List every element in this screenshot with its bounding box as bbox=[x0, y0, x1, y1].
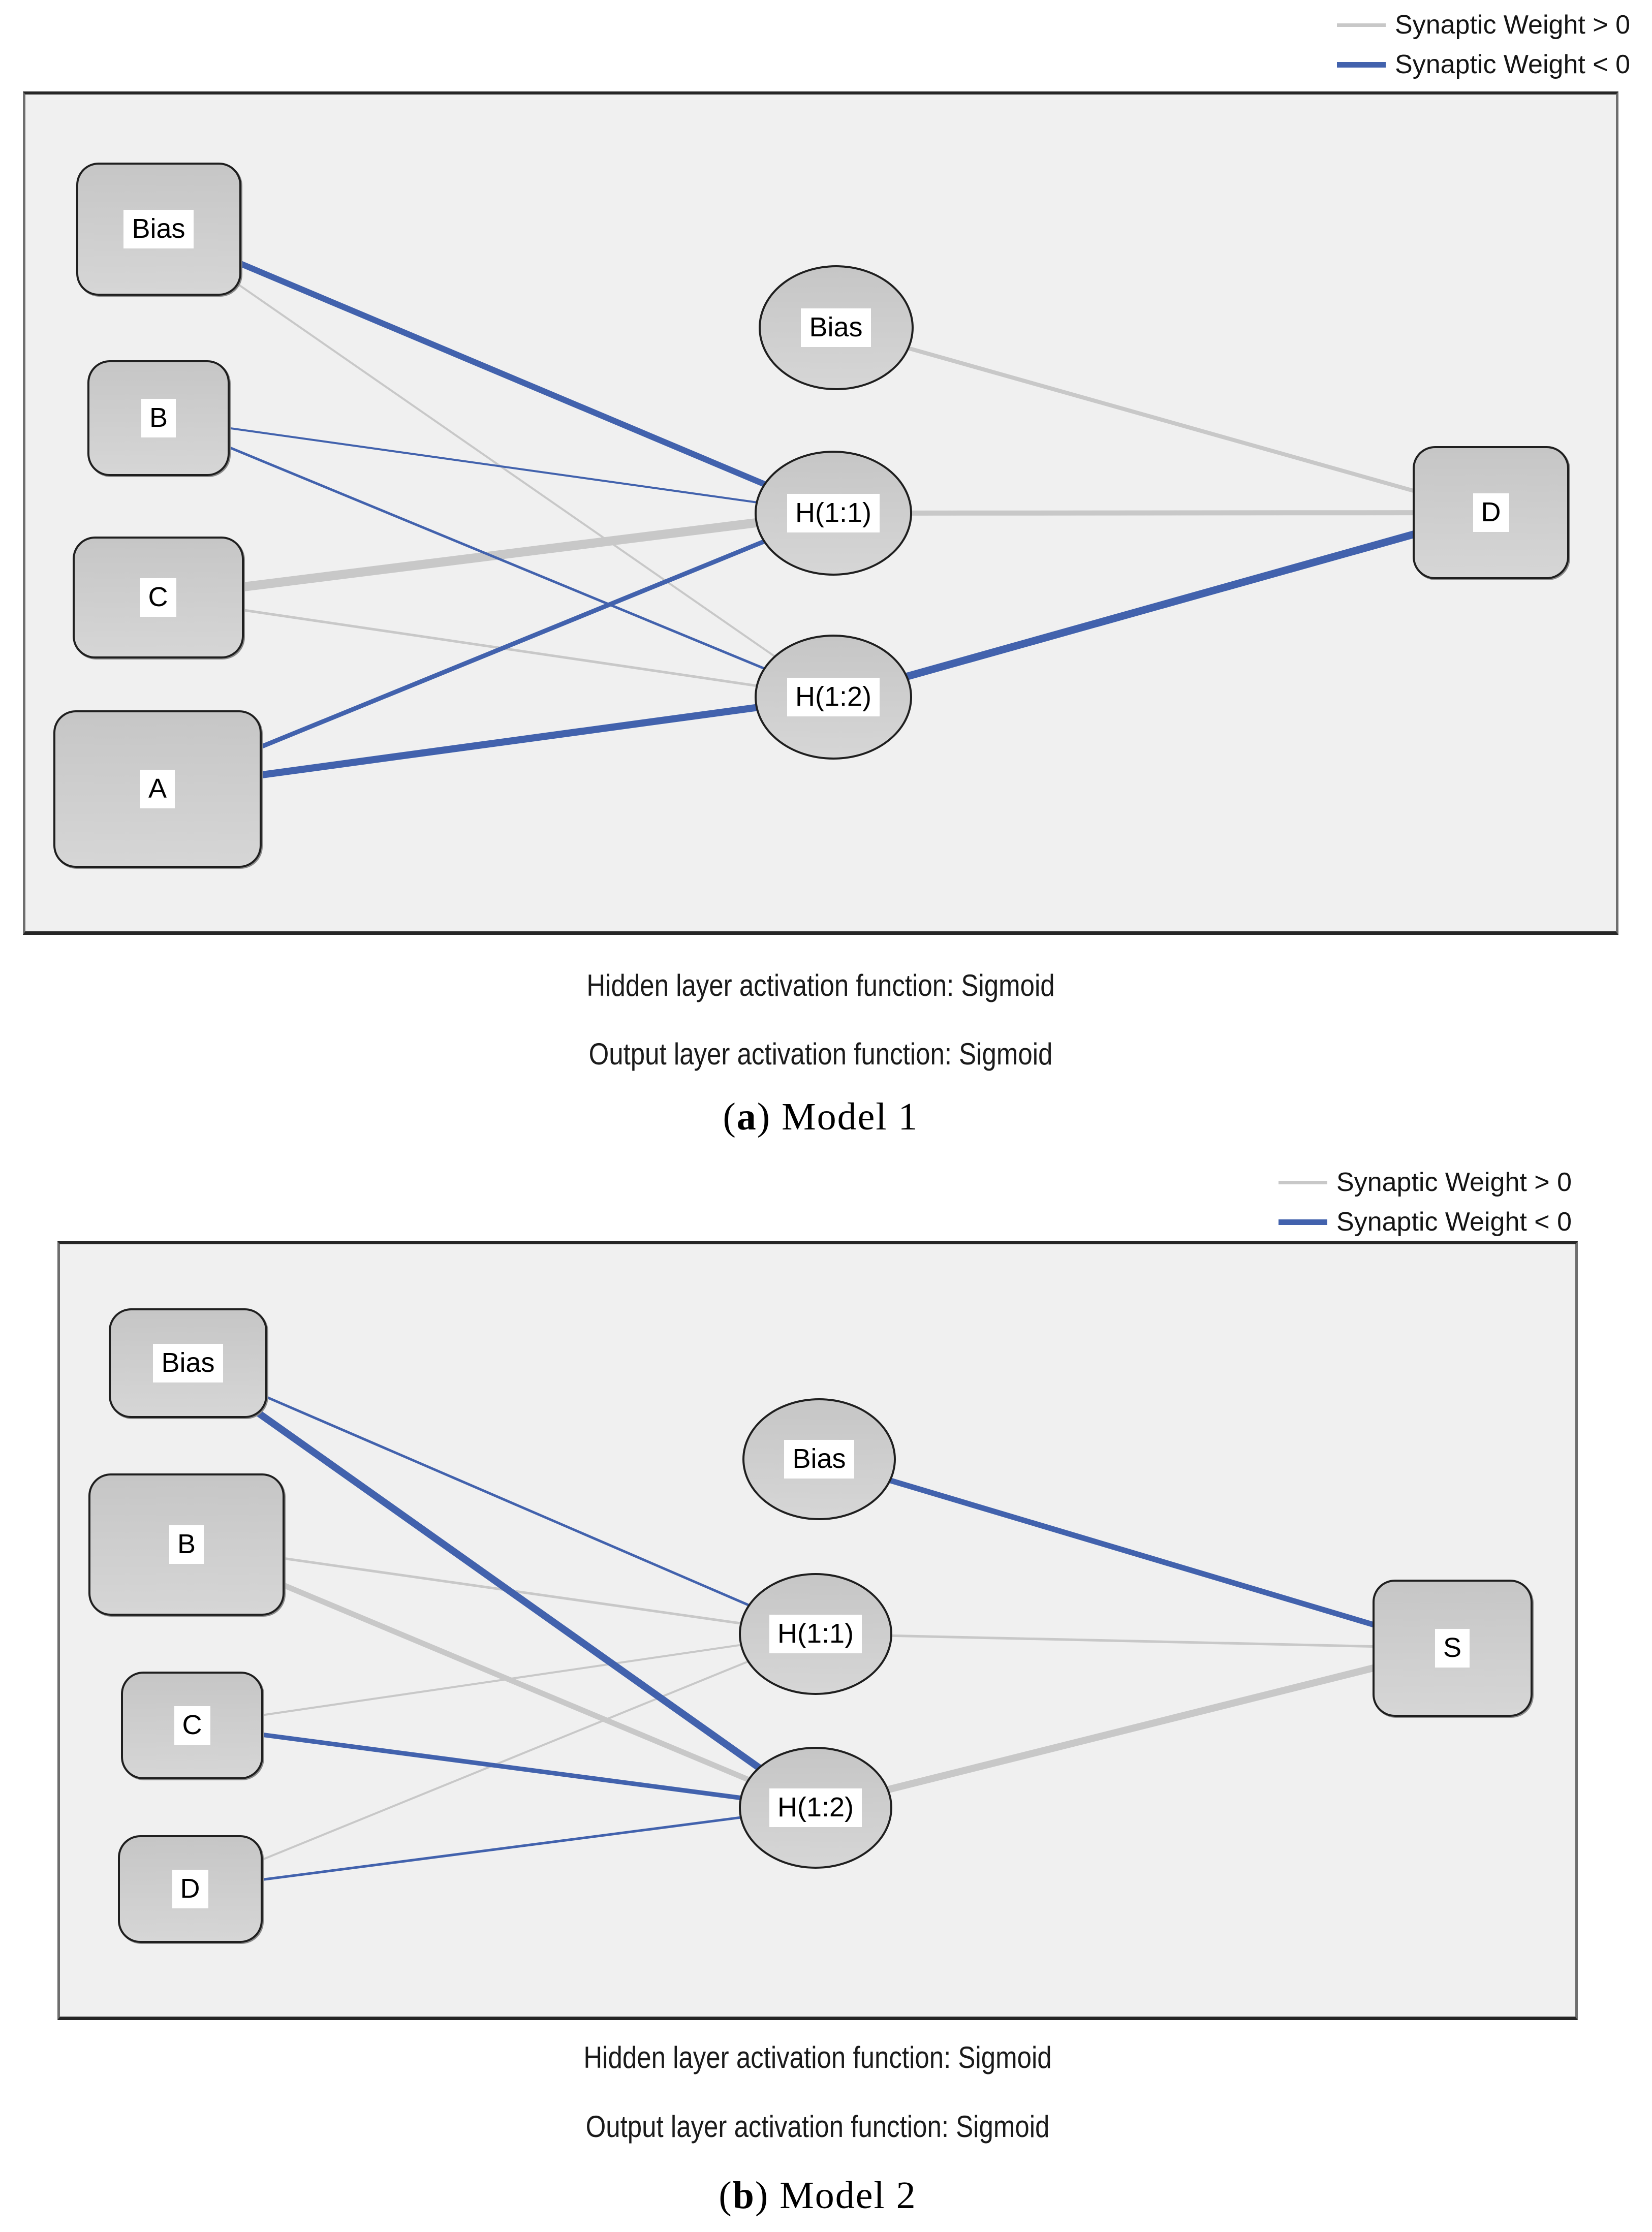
legend-row-negative: Synaptic Weight < 0 bbox=[1337, 45, 1630, 84]
edge-model1-in-bias-to-hid-1-negative bbox=[157, 226, 835, 516]
edge-model1-hid-2-to-out-negative bbox=[832, 509, 1492, 701]
positive-weight-label: Synaptic Weight > 0 bbox=[1336, 1168, 1572, 1197]
edge-model1-in-b-to-hid-1-negative bbox=[158, 417, 834, 514]
edge-model2-in-bias-to-hid-2-negative bbox=[185, 1360, 818, 1811]
edge-model2-in-d-to-hid-1-positive bbox=[190, 1633, 816, 1890]
edge-model2-in-b-to-hid-2-positive bbox=[185, 1542, 817, 1811]
positive-weight-line-icon bbox=[1279, 1180, 1328, 1184]
figure-label-open: ( bbox=[723, 1095, 737, 1138]
edge-model2-in-bias-to-hid-1-negative bbox=[188, 1362, 816, 1636]
edge-model2-hid-2-to-out-positive bbox=[815, 1645, 1453, 1811]
negative-weight-label: Synaptic Weight < 0 bbox=[1395, 50, 1630, 79]
legend-row-positive: Synaptic Weight > 0 bbox=[1337, 5, 1630, 45]
model1-output-activation-caption: Output layer activation function: Sigmoi… bbox=[588, 1037, 1053, 1071]
figure-label-close: ) bbox=[755, 2174, 780, 2217]
edge-model1-in-a-to-hid-1-negative bbox=[157, 511, 834, 792]
edge-model1-in-b-to-hid-2-negative bbox=[158, 417, 834, 699]
positive-weight-line-icon bbox=[1337, 23, 1386, 27]
edge-model2-in-c-to-hid-1-positive bbox=[192, 1633, 816, 1726]
figure-label-open: ( bbox=[719, 2174, 733, 2217]
edge-model1-in-c-to-hid-2-positive bbox=[158, 596, 834, 699]
edge-model2-in-d-to-hid-2-negative bbox=[190, 1806, 816, 1891]
figure-label-title: Model 1 bbox=[782, 1095, 919, 1138]
legend-row-positive: Synaptic Weight > 0 bbox=[1279, 1162, 1572, 1202]
figure-label-close: ) bbox=[757, 1095, 782, 1138]
negative-weight-line-icon bbox=[1337, 61, 1386, 68]
edge-model2-hid-bias-to-out-negative bbox=[818, 1456, 1453, 1651]
figure-label-letter: a bbox=[736, 1095, 757, 1138]
positive-weight-label: Synaptic Weight > 0 bbox=[1395, 10, 1630, 40]
edge-model1-in-a-to-hid-2-negative bbox=[157, 694, 834, 793]
model2-output-activation-caption: Output layer activation function: Sigmoi… bbox=[585, 2110, 1050, 2144]
edge-model1-in-bias-to-hid-2-positive bbox=[158, 228, 834, 698]
model1-hidden-activation-caption: Hidden layer activation function: Sigmoi… bbox=[586, 968, 1055, 1002]
legend-row-negative: Synaptic Weight < 0 bbox=[1279, 1202, 1572, 1242]
model2-legend: Synaptic Weight > 0 Synaptic Weight < 0 bbox=[1279, 1162, 1572, 1242]
edge-model2-hid-1-to-out-positive bbox=[815, 1632, 1453, 1650]
negative-weight-label: Synaptic Weight < 0 bbox=[1336, 1207, 1572, 1237]
negative-weight-line-icon bbox=[1279, 1219, 1328, 1225]
model1-figure-label: (a) Model 1 bbox=[211, 1095, 1430, 1139]
edge-model1-in-c-to-hid-1-positive bbox=[157, 509, 834, 602]
model2-figure-label: (b) Model 2 bbox=[208, 2174, 1427, 2218]
edge-model2-in-c-to-hid-2-negative bbox=[192, 1723, 816, 1810]
model2-hidden-activation-caption: Hidden layer activation function: Sigmoi… bbox=[583, 2040, 1052, 2074]
model1-legend: Synaptic Weight > 0 Synaptic Weight < 0 bbox=[1337, 5, 1630, 84]
edge-model1-hid-bias-to-out-positive bbox=[835, 326, 1492, 515]
figure-label-title: Model 2 bbox=[780, 2174, 917, 2217]
figure-label-letter: b bbox=[732, 2174, 755, 2217]
